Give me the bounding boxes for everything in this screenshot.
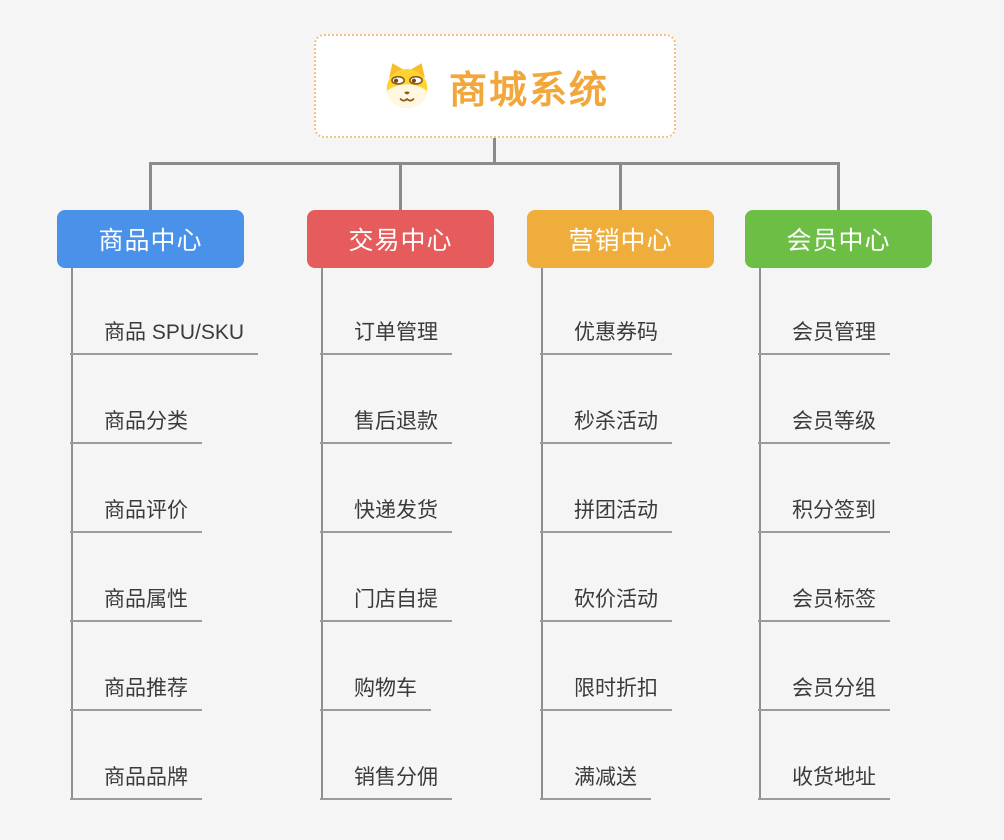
branch-item[interactable]: 会员管理 (758, 313, 890, 355)
branch-item[interactable]: 秒杀活动 (540, 402, 672, 444)
branch-item[interactable]: 商品推荐 (70, 669, 202, 711)
branch-item[interactable]: 订单管理 (320, 313, 452, 355)
branch-header-2[interactable]: 营销中心 (527, 210, 714, 268)
dog-face-icon (381, 60, 433, 112)
branch-item[interactable]: 积分签到 (758, 491, 890, 533)
branch-item[interactable]: 商品品牌 (70, 758, 202, 800)
branch-1: 交易中心订单管理售后退款快递发货门店自提购物车销售分佣 (307, 210, 537, 810)
branch-item[interactable]: 拼团活动 (540, 491, 672, 533)
branch-item[interactable]: 商品分类 (70, 402, 202, 444)
branch-item[interactable]: 满减送 (540, 758, 651, 800)
branch-item[interactable]: 门店自提 (320, 580, 452, 622)
branch-item[interactable]: 限时折扣 (540, 669, 672, 711)
branch-header-0[interactable]: 商品中心 (57, 210, 244, 268)
branch-item[interactable]: 快递发货 (320, 491, 452, 533)
branch-spine (541, 268, 543, 800)
connector-drop (619, 162, 622, 210)
branch-item[interactable]: 购物车 (320, 669, 431, 711)
branch-spine (71, 268, 73, 800)
branch-item[interactable]: 会员分组 (758, 669, 890, 711)
connector-drop (149, 162, 152, 210)
branch-0: 商品中心商品 SPU/SKU 商品分类商品评价商品属性商品推荐商品品牌 (57, 210, 287, 810)
branch-item[interactable]: 优惠券码 (540, 313, 672, 355)
connector-trunk (493, 138, 496, 164)
branch-spine (321, 268, 323, 800)
branch-item[interactable]: 收货地址 (758, 758, 890, 800)
connector-drop (399, 162, 402, 210)
connector-bus (149, 162, 840, 165)
root-title: 商城系统 (448, 69, 609, 112)
branch-item[interactable]: 商品属性 (70, 580, 202, 622)
branch-item[interactable]: 商品 SPU/SKU (70, 313, 259, 355)
branch-item[interactable]: 销售分佣 (320, 758, 452, 800)
branch-item[interactable]: 商品评价 (70, 491, 202, 533)
branch-2: 营销中心优惠券码秒杀活动拼团活动砍价活动限时折扣满减送 (527, 210, 757, 810)
branch-item[interactable]: 售后退款 (320, 402, 452, 444)
branch-item[interactable]: 会员标签 (758, 580, 890, 622)
branch-item[interactable]: 会员等级 (758, 402, 890, 444)
branch-spine (759, 268, 761, 800)
branch-3: 会员中心会员管理会员等级积分签到会员标签会员分组收货地址 (745, 210, 975, 810)
connector-drop (837, 162, 840, 210)
branch-header-1[interactable]: 交易中心 (307, 210, 494, 268)
branch-item[interactable]: 砍价活动 (540, 580, 672, 622)
branch-header-3[interactable]: 会员中心 (745, 210, 932, 268)
root-node[interactable]: 商城系统 (314, 34, 676, 138)
